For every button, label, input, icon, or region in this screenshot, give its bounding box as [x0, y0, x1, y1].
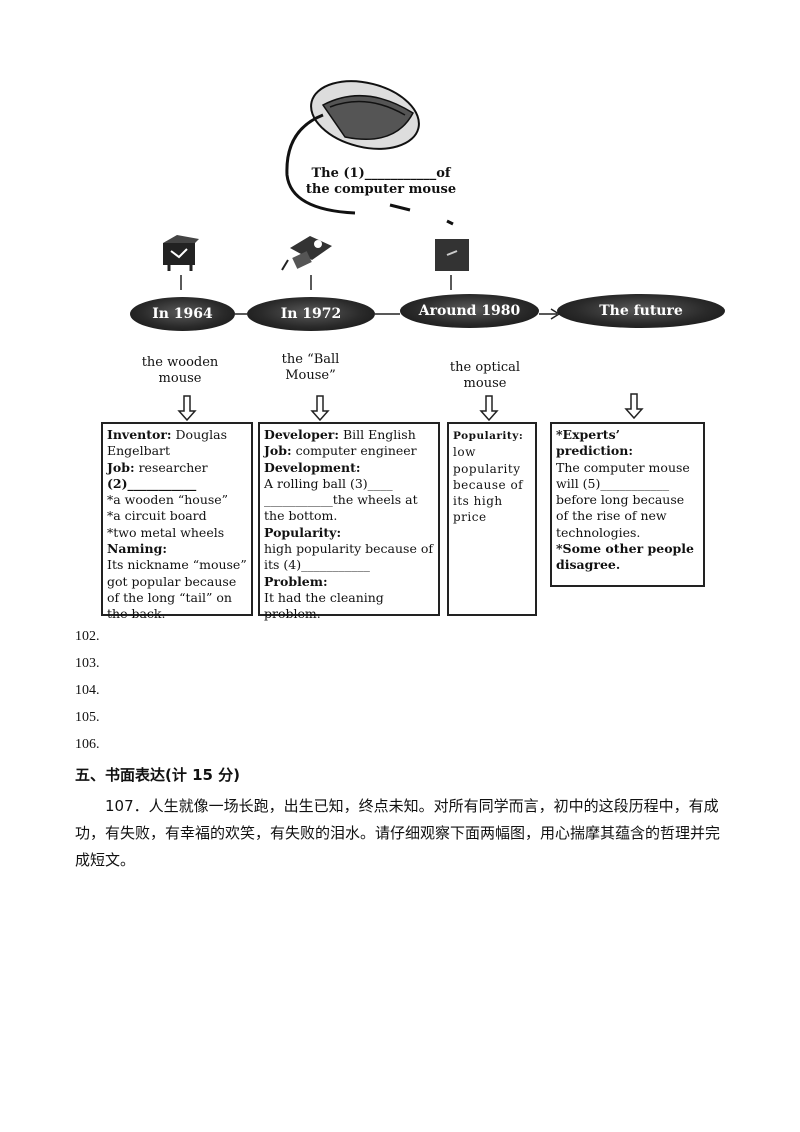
question-103: 103. [75, 656, 100, 671]
info-box-ball-mouse: Developer: Bill English Job: computer en… [258, 422, 440, 621]
down-arrow-icon [310, 395, 330, 421]
ball-mouse-icon [281, 236, 332, 271]
diagram-title-line1: The (1)___________of [311, 166, 451, 181]
blank-4: high popularity because of its (4)______… [264, 541, 433, 573]
label-wooden-mouse: the wooden mouse [141, 355, 219, 386]
down-arrow-icon [479, 395, 499, 421]
down-arrow-icon [624, 393, 644, 419]
question-106: 106. [75, 737, 100, 752]
label-ball-mouse: the “Ball Mouse” [281, 352, 340, 383]
question-104: 104. [75, 683, 100, 698]
timeline-1964: In 1964 [130, 297, 235, 331]
mouse-history-diagram: The (1)___________of the computer mouse … [95, 75, 735, 621]
info-box-optical-mouse: Popularity: low popularity because of it… [447, 422, 537, 616]
timeline-1972: In 1972 [247, 297, 375, 331]
section-paragraph: 107．人生就像一场长跑，出生已知，终点未知。对所有同学而言，初中的这段历程中，… [75, 797, 721, 869]
optical-mouse-icon [435, 239, 469, 271]
blank-2: (2)___________ [107, 475, 197, 491]
down-arrow-icon [177, 395, 197, 421]
info-box-future: *Experts’ prediction: The computer mouse… [550, 422, 705, 587]
info-box-wooden-mouse: Inventor: Douglas Engelbart Job: researc… [101, 422, 253, 621]
blank-5: The computer mouse will (5)___________ b… [556, 459, 690, 540]
diagram-title-line2: the computer mouse [305, 182, 457, 197]
question-102: 102. [75, 629, 100, 644]
timeline-1980: Around 1980 [400, 294, 539, 328]
computer-mouse-icon [285, 80, 454, 226]
timeline-future: The future [557, 294, 725, 328]
label-optical-mouse: the optical mouse [449, 360, 521, 391]
question-105: 105. [75, 710, 100, 725]
section-heading: 五、书面表达(计 15 分) [75, 766, 241, 784]
wooden-mouse-icon [163, 235, 199, 271]
blank-3: A rolling ball (3)____ ___________the wh… [264, 475, 418, 524]
